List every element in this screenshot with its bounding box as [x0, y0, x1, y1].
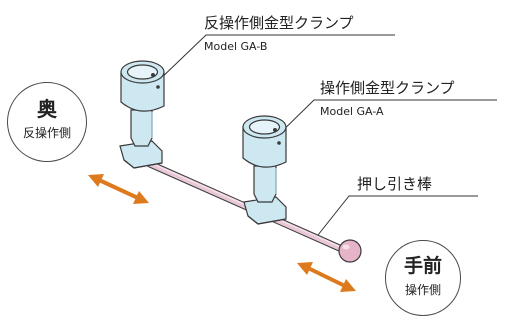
back-side-indicator: 奥 反操作側	[7, 82, 87, 162]
rod-title: 押し引き棒	[357, 175, 433, 193]
clamp-b-column	[130, 109, 153, 147]
clamp-b-model: Model GA-B	[204, 40, 268, 53]
clamp-a-model: Model GA-A	[320, 105, 384, 118]
clamp-b-title: 反操作側金型クランプ	[204, 14, 354, 32]
back-side-sub: 反操作側	[22, 126, 71, 140]
front-side-sub: 操作側	[404, 283, 441, 297]
leader-lines	[155, 34, 497, 236]
leader-line-clamp-b	[155, 34, 395, 84]
direction-arrow-back	[88, 174, 149, 204]
front-side-label: 手前	[403, 255, 442, 277]
rod-knob	[338, 239, 362, 263]
clamp-a-column	[253, 165, 277, 203]
direction-arrow-front	[297, 262, 356, 292]
clamp-b	[119, 60, 165, 169]
clamp-a-title: 操作側金型クランプ	[320, 79, 455, 97]
front-side-indicator: 手前 操作側	[385, 240, 461, 316]
leader-line-rod	[317, 195, 478, 236]
clamp-a	[242, 115, 287, 225]
back-side-label: 奥	[37, 97, 57, 121]
